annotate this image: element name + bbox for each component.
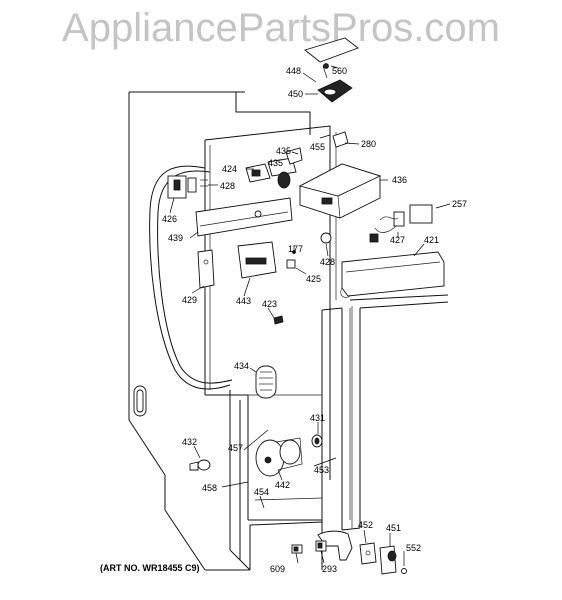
part-label-442: 442 — [275, 480, 290, 490]
part-label-429: 429 — [182, 295, 197, 305]
left-module — [167, 175, 208, 199]
part-label-435-upper: 435 — [276, 146, 291, 156]
part-label-454: 454 — [254, 487, 269, 497]
part-label-280: 280 — [361, 139, 376, 149]
mounting-brackets — [197, 241, 296, 325]
right-components — [320, 204, 433, 244]
air-vent — [255, 365, 277, 399]
part-label-452: 452 — [358, 520, 373, 530]
part-label-451: 451 — [386, 523, 401, 533]
part-label-448: 448 — [286, 66, 301, 76]
part-label-426: 426 — [162, 214, 177, 224]
part-label-257: 257 — [452, 199, 467, 209]
part-labels: 448 560 450 280 455 435 435 424 428 436 … — [162, 66, 467, 574]
control-knob — [311, 434, 323, 448]
side-plug — [189, 459, 211, 471]
bracket — [195, 197, 293, 237]
part-label-432: 432 — [182, 437, 197, 447]
part-label-428-lower: 428 — [320, 257, 335, 267]
damper-control — [255, 437, 303, 477]
part-label-423: 423 — [262, 299, 277, 309]
part-label-424: 424 — [222, 164, 237, 174]
part-label-436: 436 — [392, 175, 407, 185]
part-label-443: 443 — [236, 296, 251, 306]
part-label-293: 293 — [322, 564, 337, 574]
part-label-427: 427 — [390, 235, 405, 245]
part-label-421: 421 — [424, 235, 439, 245]
part-label-609: 609 — [270, 564, 285, 574]
part-label-455: 455 — [310, 142, 325, 152]
art-number: (ART NO. WR18455 C9) — [100, 563, 200, 573]
part-label-425: 425 — [306, 274, 321, 284]
part-label-177: 177 — [288, 244, 303, 254]
part-label-453: 453 — [314, 465, 329, 475]
part-label-431: 431 — [310, 413, 325, 423]
light-socket-assembly — [245, 147, 303, 189]
part-label-428-upper: 428 — [220, 181, 235, 191]
part-label-457: 457 — [228, 443, 243, 453]
part-label-450: 450 — [288, 89, 303, 99]
door-hinge-assembly — [317, 530, 407, 575]
part-label-552: 552 — [406, 543, 421, 553]
top-control-cover — [304, 37, 359, 148]
part-label-434: 434 — [234, 361, 249, 371]
leader-lines — [169, 65, 451, 566]
diffuser-cover — [340, 251, 445, 298]
watermark: AppliancePartsPros.com — [62, 6, 500, 50]
control-housing — [298, 163, 382, 219]
part-label-560: 560 — [332, 66, 347, 76]
part-label-458: 458 — [202, 483, 217, 493]
part-label-435-lower: 435 — [268, 158, 283, 168]
wire-harness — [149, 165, 233, 390]
part-label-439: 439 — [168, 233, 183, 243]
